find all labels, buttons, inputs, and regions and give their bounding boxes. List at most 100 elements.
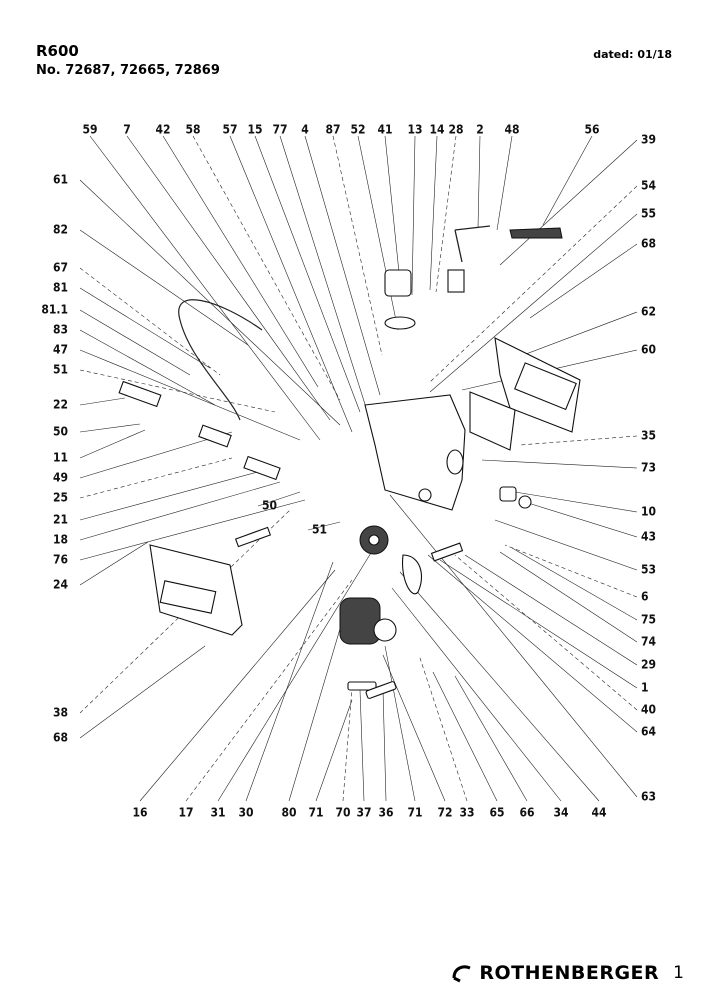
leader-line: [432, 671, 498, 802]
leader-line: [139, 569, 336, 802]
callout-number: 21: [53, 513, 68, 527]
leader-line: [162, 135, 319, 388]
leader-line: [427, 554, 638, 733]
leader-line: [464, 554, 638, 666]
callout-number: 51: [53, 363, 68, 377]
callout-number: 39: [641, 133, 656, 147]
callout-number: 37: [356, 806, 371, 820]
callout-number: 52: [350, 123, 365, 137]
drive-belt: [401, 554, 422, 595]
date-label: dated: 01/18: [593, 48, 672, 61]
leader-line: [79, 349, 301, 441]
callout-number: 65: [489, 806, 504, 820]
leader-line: [399, 571, 600, 802]
leader-line: [391, 587, 562, 802]
callout-number: 62: [641, 305, 656, 319]
leader-line: [257, 491, 301, 507]
leader-line: [382, 654, 446, 802]
leader-line: [79, 267, 221, 376]
leader-line: [499, 139, 638, 266]
callout-number: 49: [53, 471, 68, 485]
callout-number: 14: [429, 123, 445, 137]
leader-line: [79, 541, 149, 586]
callout-number: 72: [437, 806, 452, 820]
bracket-28: [447, 269, 465, 293]
leader-line: [542, 135, 593, 226]
leader-line: [435, 135, 457, 293]
callout-number: 15: [247, 123, 262, 137]
leader-line: [79, 423, 141, 433]
housing: [364, 394, 466, 511]
callout-number: 81: [53, 281, 68, 295]
callout-number: 29: [641, 658, 656, 672]
leader-line: [382, 689, 387, 802]
brand-swoosh-icon: [452, 965, 471, 983]
crank-handle: [509, 227, 563, 239]
callout-number: 71: [407, 806, 422, 820]
callout-number: 57: [222, 123, 237, 137]
callout-number: 7: [123, 123, 131, 137]
callout-number: 38: [53, 706, 68, 720]
callout-number: 40: [641, 703, 656, 717]
leader-line: [79, 309, 191, 376]
callout-number: 80: [281, 806, 296, 820]
leader-line: [429, 185, 638, 383]
leader-line: [79, 457, 233, 499]
base-36: [365, 681, 397, 699]
callout-number: 10: [641, 505, 656, 519]
bushing-10: [499, 486, 517, 502]
callout-number: 51: [312, 523, 327, 537]
part-drawings: [118, 225, 581, 699]
lever-29: [430, 542, 464, 562]
leader-line: [79, 481, 281, 541]
leader-line: [384, 135, 401, 283]
leader-line: [511, 547, 638, 621]
power-cable: [178, 299, 263, 421]
callout-number: 48: [504, 123, 519, 137]
callout-number: 41: [377, 123, 392, 137]
callout-number: 75: [641, 613, 656, 627]
base-37: [347, 681, 377, 691]
article-numbers: No. 72687, 72665, 72869: [36, 63, 220, 78]
callout-number: 76: [53, 553, 68, 567]
callout-number: 68: [641, 237, 656, 251]
leader-line: [79, 469, 266, 521]
callout-number: 56: [584, 123, 599, 137]
callout-number: 71: [308, 806, 323, 820]
callout-number: 60: [641, 343, 656, 357]
leader-line: [307, 521, 341, 531]
leader-line: [357, 135, 399, 331]
callout-number: 4: [301, 123, 309, 137]
callout-number: 17: [178, 806, 193, 820]
brand-logo: ROTHENBERGER 1: [451, 962, 684, 984]
callout-number: 50: [53, 425, 68, 439]
shaft-49: [198, 424, 232, 448]
callout-number: 58: [185, 123, 200, 137]
leader-line: [494, 519, 638, 571]
leader-line: [342, 687, 353, 802]
leader-line: [389, 494, 638, 798]
leader-line: [288, 611, 346, 802]
leader-line: [79, 499, 306, 561]
leader-line: [229, 135, 353, 433]
callout-number: 68: [53, 731, 68, 745]
leader-line: [254, 135, 361, 413]
callout-number: 81.1: [41, 303, 68, 317]
leader-line: [79, 229, 249, 346]
leader-line: [332, 135, 383, 356]
leader-line: [411, 135, 416, 296]
leader-line: [315, 699, 353, 802]
leader-line: [79, 329, 216, 406]
leader-line: [245, 561, 334, 802]
callout-number: 70: [335, 806, 350, 820]
callout-number: 18: [53, 533, 68, 547]
callout-number: 43: [641, 530, 656, 544]
leader-line: [519, 435, 638, 446]
callout-number: 13: [407, 123, 422, 137]
leader-line: [359, 689, 365, 802]
spindle-22: [118, 380, 162, 408]
callout-number: 2: [476, 123, 484, 137]
leader-line: [89, 135, 321, 441]
leader-line: [454, 675, 528, 802]
